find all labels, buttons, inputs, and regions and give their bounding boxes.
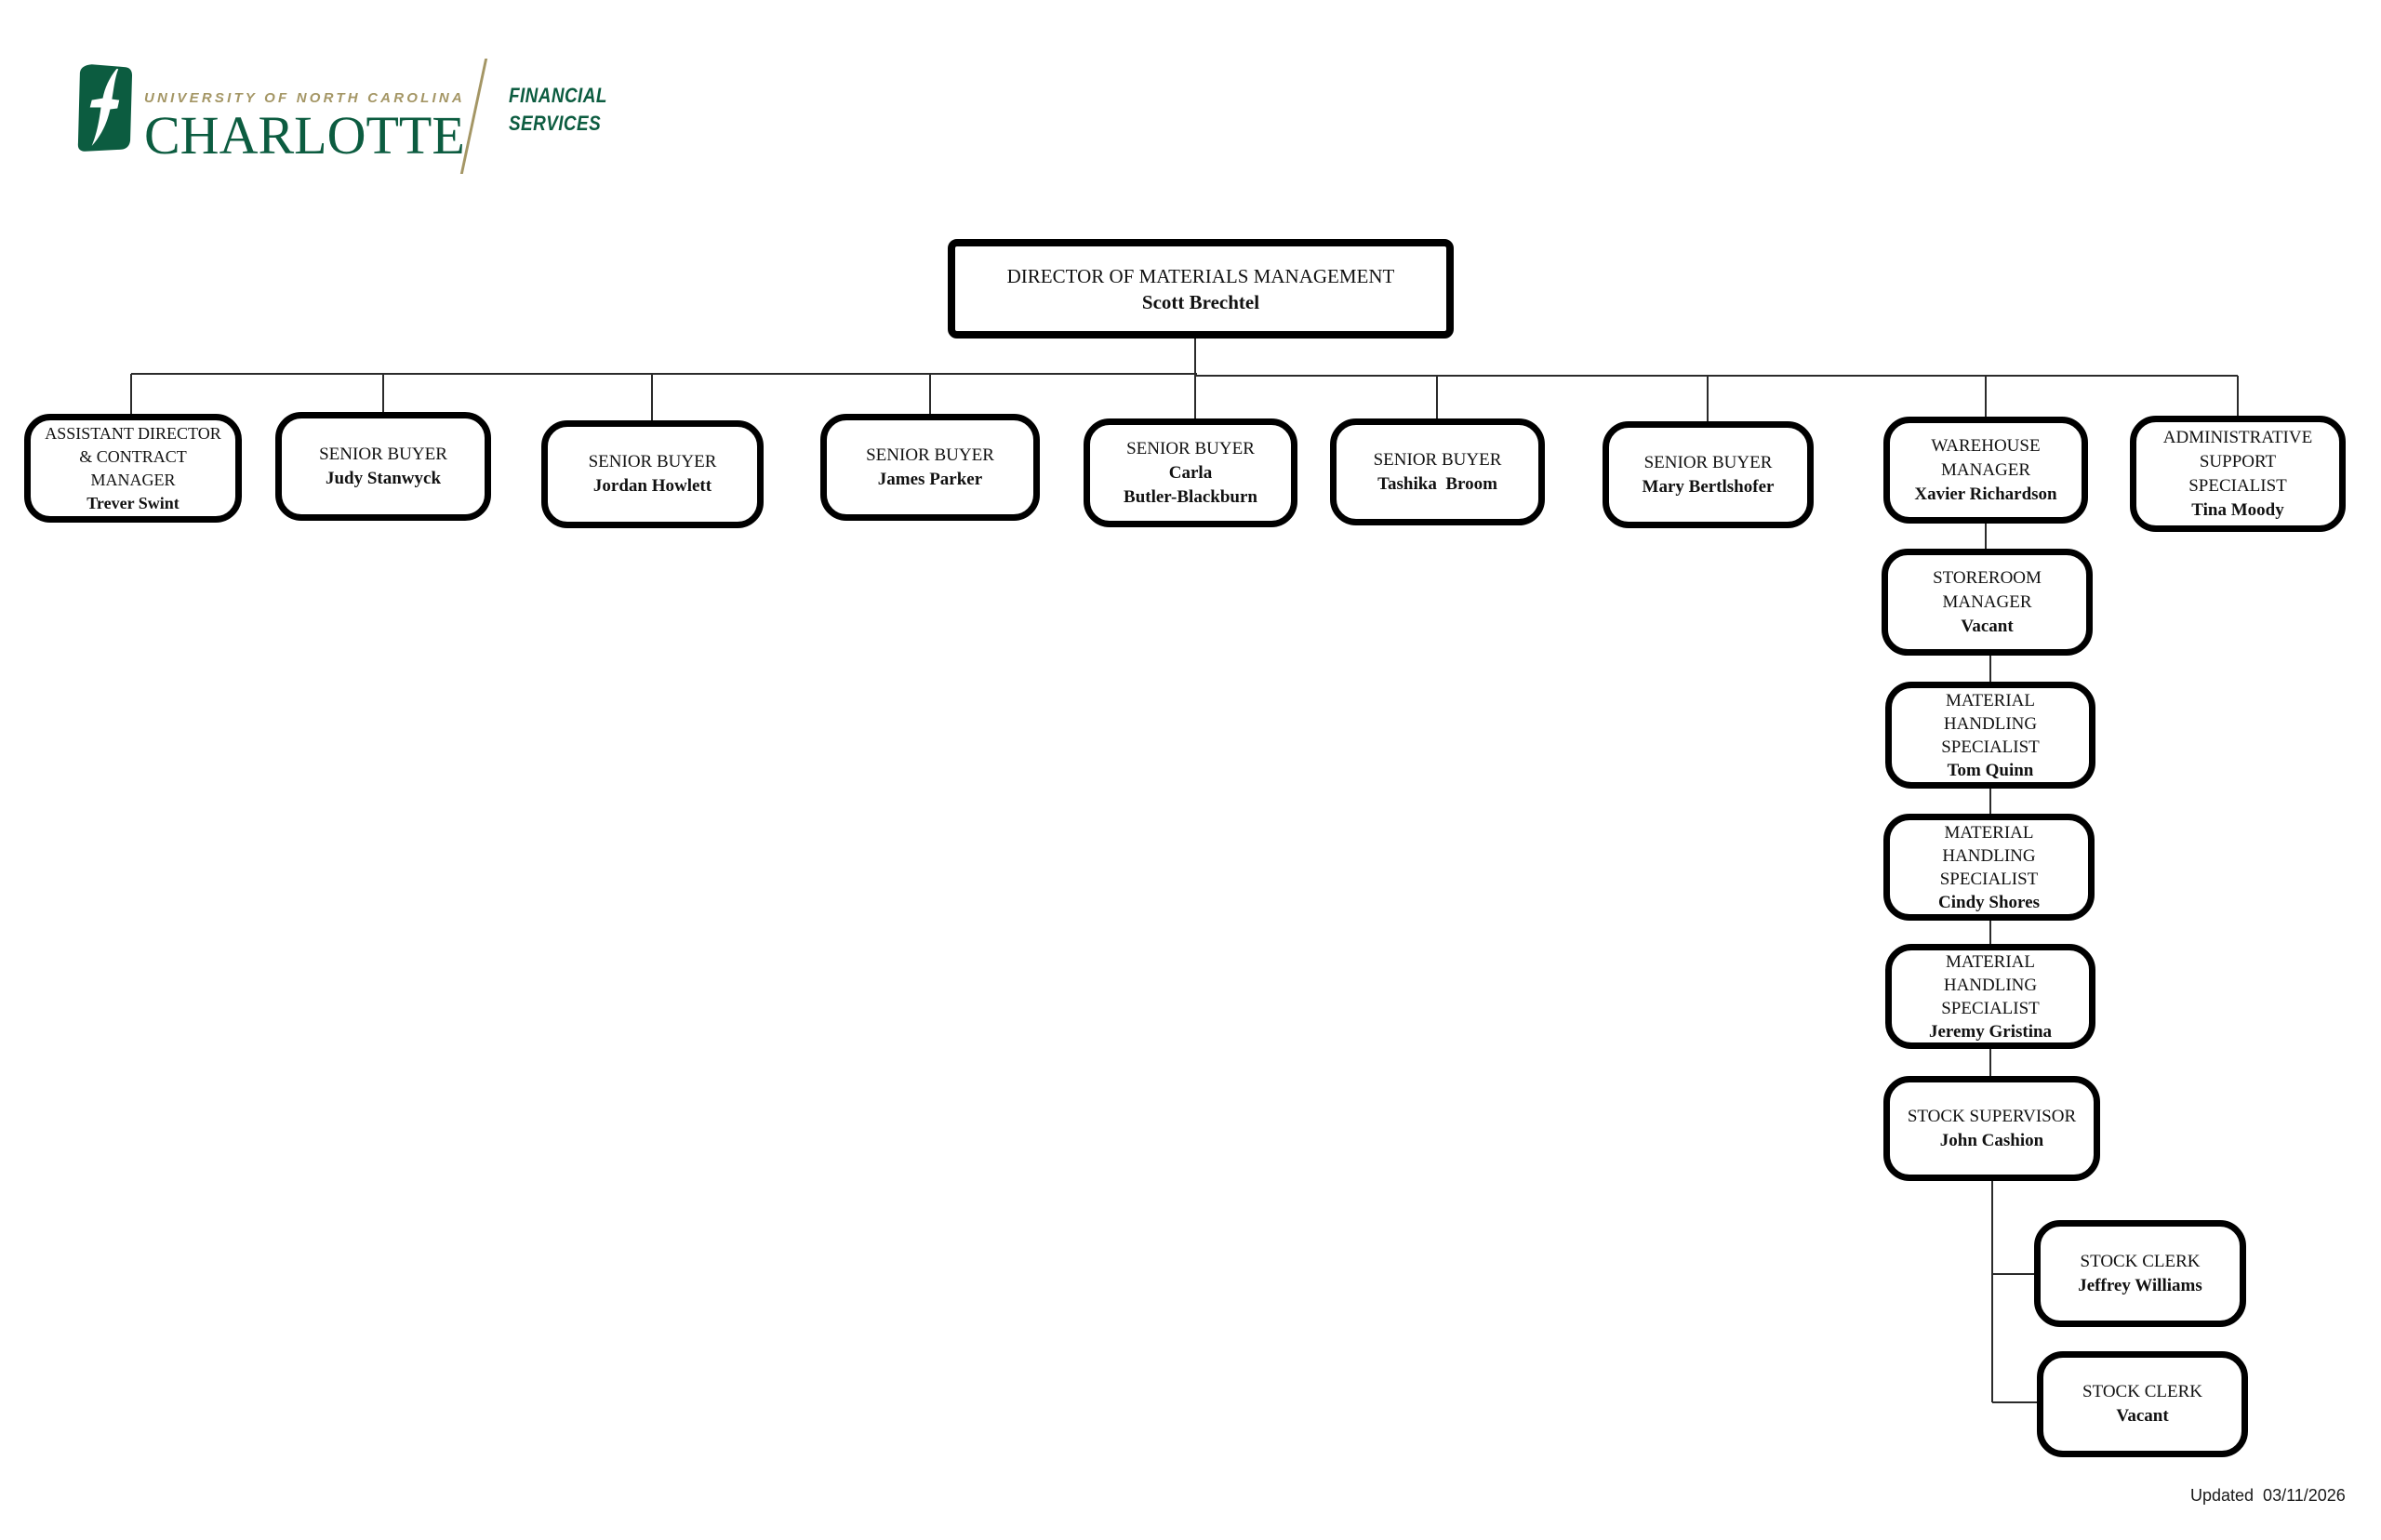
org-box-senior-buyer-2: SENIOR BUYER Jordan Howlett — [541, 420, 764, 528]
org-box-material-handling-3: MATERIAL HANDLING SPECIALIST Jeremy Gris… — [1885, 944, 2095, 1049]
node-title: STOCK CLERK — [2082, 1382, 2202, 1401]
node-name: Tom Quinn — [1947, 760, 2034, 780]
node-title: STOREROOM MANAGER — [1933, 567, 2042, 612]
org-box-warehouse-manager: WAREHOUSE MANAGER Xavier Richardson — [1883, 417, 2088, 524]
org-box-storeroom-manager: STOREROOM MANAGER Vacant — [1882, 549, 2093, 656]
node-name: Tina Moody — [2191, 499, 2284, 520]
org-box-director: DIRECTOR OF MATERIALS MANAGEMENT Scott B… — [948, 239, 1454, 339]
node-name: James Parker — [877, 469, 983, 489]
logo-charlotte-wordmark: CHARLOTTE — [144, 105, 465, 166]
logo-division-line2: SERVICES — [509, 112, 602, 135]
node-name: John Cashion — [1939, 1130, 2044, 1150]
org-box-senior-buyer-6: SENIOR BUYER Mary Bertlshofer — [1603, 421, 1814, 528]
node-name: Vacant — [2116, 1406, 2169, 1426]
org-box-stock-clerk-1: STOCK CLERK Jeffrey Williams — [2034, 1220, 2246, 1327]
logo-university-line: UNIVERSITY OF NORTH CAROLINA — [144, 90, 465, 106]
org-box-material-handling-1: MATERIAL HANDLING SPECIALIST Tom Quinn — [1885, 682, 2095, 789]
logo-division-line1: FINANCIAL — [509, 84, 607, 107]
node-name: Jeffrey Williams — [2078, 1275, 2202, 1295]
org-box-senior-buyer-4: SENIOR BUYER Carla Butler-Blackburn — [1084, 418, 1297, 527]
org-box-assistant-director: ASSISTANT DIRECTOR & CONTRACT MANAGER Tr… — [24, 414, 242, 523]
logo-wordmark-block: UNIVERSITY OF NORTH CAROLINA CHARLOTTE — [144, 90, 465, 163]
node-title: SENIOR BUYER — [1126, 438, 1255, 458]
node-title: SENIOR BUYER — [319, 444, 447, 464]
node-title: SENIOR BUYER — [1373, 449, 1502, 470]
org-box-senior-buyer-5: SENIOR BUYER Tashika Broom — [1330, 418, 1545, 525]
updated-date-label: Updated 03/11/2026 — [2190, 1486, 2346, 1505]
node-name: Mary Bertlshofer — [1642, 476, 1775, 497]
node-name: Judy Stanwyck — [325, 468, 442, 488]
org-box-stock-supervisor: STOCK SUPERVISOR John Cashion — [1883, 1076, 2100, 1181]
node-title: MATERIAL HANDLING SPECIALIST — [1941, 951, 2040, 1018]
node-title: ASSISTANT DIRECTOR & CONTRACT MANAGER — [45, 423, 221, 489]
logo-division-name: FINANCIAL SERVICES — [509, 82, 607, 138]
node-title: SENIOR BUYER — [1643, 452, 1773, 472]
node-title: STOCK SUPERVISOR — [1907, 1106, 2077, 1126]
node-title: ADMINISTRATIVE SUPPORT SPECIALIST — [2162, 427, 2313, 496]
org-box-senior-buyer-1: SENIOR BUYER Judy Stanwyck — [275, 412, 491, 521]
node-name: Jeremy Gristina — [1928, 1021, 2053, 1042]
org-box-admin-support-specialist: ADMINISTRATIVE SUPPORT SPECIALIST Tina M… — [2130, 416, 2346, 532]
node-title: SENIOR BUYER — [588, 452, 717, 471]
node-name: Vacant — [1961, 616, 2014, 636]
director-title: DIRECTOR OF MATERIALS MANAGEMENT — [1006, 264, 1395, 287]
node-name: Trever Swint — [86, 493, 180, 512]
node-name: Carla Butler-Blackburn — [1124, 462, 1257, 507]
node-title: MATERIAL HANDLING SPECIALIST — [1939, 822, 2039, 889]
node-name: Xavier Richardson — [1914, 484, 2057, 504]
org-box-stock-clerk-2: STOCK CLERK Vacant — [2037, 1351, 2248, 1457]
org-box-material-handling-2: MATERIAL HANDLING SPECIALIST Cindy Shore… — [1883, 814, 2095, 921]
unc-charlotte-logo: UNIVERSITY OF NORTH CAROLINA CHARLOTTE F… — [60, 51, 637, 181]
node-name: Jordan Howlett — [592, 476, 712, 496]
node-name: Cindy Shores — [1938, 892, 2040, 912]
node-title: SENIOR BUYER — [866, 445, 994, 465]
director-name: Scott Brechtel — [1141, 290, 1260, 313]
node-title: STOCK CLERK — [2080, 1251, 2201, 1271]
node-title: MATERIAL HANDLING SPECIALIST — [1941, 690, 2040, 757]
node-name: Tashika Broom — [1377, 473, 1497, 494]
unc-charlotte-crown-icon — [77, 64, 133, 152]
node-title: WAREHOUSE MANAGER — [1931, 435, 2041, 480]
org-box-senior-buyer-3: SENIOR BUYER James Parker — [820, 414, 1040, 521]
